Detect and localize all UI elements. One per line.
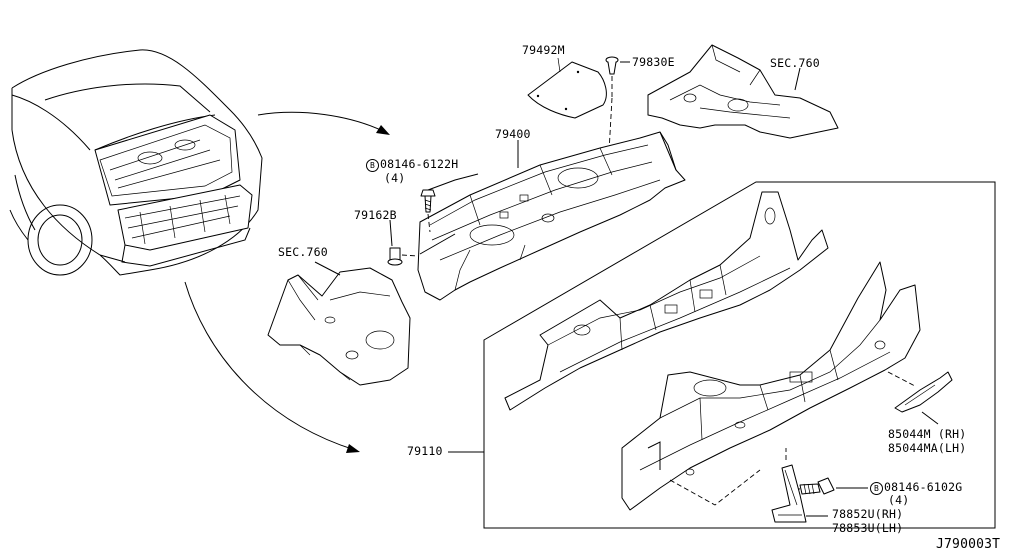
panel-79110-lower (621, 261, 921, 511)
panel-79110-upper (504, 191, 829, 411)
flow-arrows (184, 111, 390, 453)
label-79830e: 79830E (632, 55, 675, 69)
panel-79400 (417, 131, 686, 301)
diagram-code: J790003T (936, 537, 1001, 552)
label-sec760-top: SEC.760 (770, 56, 820, 70)
leader-lines (389, 140, 519, 247)
panel-sec760-left (267, 261, 411, 386)
circled-b-icon: B (366, 159, 379, 172)
label-79110: 79110 (407, 444, 443, 458)
bracket-78852u (771, 448, 828, 523)
label-78852u: 78852U(RH) (832, 507, 904, 521)
bolt-6102g (789, 477, 868, 495)
label-79400: 79400 (495, 127, 531, 141)
pad-79492m (527, 57, 607, 119)
clip-79830e (605, 56, 630, 171)
bolt-6122h (420, 189, 436, 233)
car-rear-illustration (9, 49, 263, 276)
label-79162b: 79162B (354, 208, 397, 222)
box-79110 (448, 181, 996, 529)
label-85044m: 85044M (RH) (888, 427, 967, 441)
circled-b-icon: B (870, 482, 883, 495)
label-bolt-6122h-qty: (4) (384, 171, 406, 185)
label-bolt-6102g-qty: (4) (888, 493, 910, 507)
label-sec760-left: SEC.760 (278, 245, 328, 259)
guide-dash (669, 469, 761, 506)
label-78853u: 78853U(LH) (832, 521, 904, 535)
label-85044ma: 85044MA(LH) (888, 441, 967, 455)
clip-79162b (387, 247, 419, 266)
label-79492m: 79492M (522, 43, 565, 57)
bracket-85044m (887, 371, 953, 425)
panel-sec760-top (647, 44, 839, 139)
